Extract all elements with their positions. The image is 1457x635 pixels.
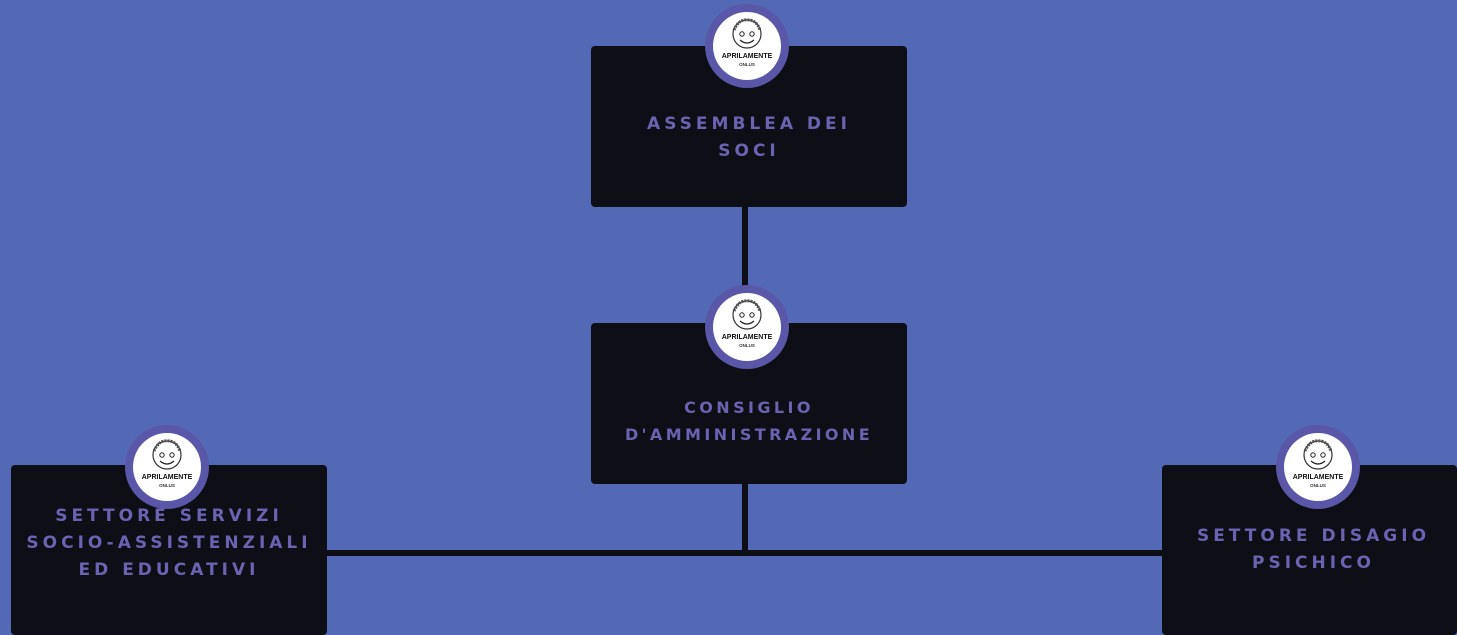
connector-consiglio-down: [742, 483, 748, 555]
logo-badge: APRILAMENTE ONLUS: [705, 285, 789, 369]
connector-horizontal: [320, 550, 1170, 556]
logo-badge: APRILAMENTE ONLUS: [1276, 425, 1360, 509]
smiley-face-logo-icon: [732, 18, 762, 49]
node-assemblea-dei-soci: ASSEMBLEA DEI SOCI: [591, 46, 907, 207]
logo-badge: APRILAMENTE ONLUS: [705, 4, 789, 88]
connector-assemblea-consiglio: [742, 205, 748, 327]
logo-suffix: ONLUS: [739, 62, 755, 67]
logo-suffix: ONLUS: [1310, 483, 1326, 488]
logo-name: APRILAMENTE: [721, 53, 773, 60]
smiley-face-logo-icon: [152, 439, 182, 470]
logo-name: APRILAMENTE: [141, 474, 193, 481]
node-label: CONSIGLIO D'AMMINISTRAZIONE: [624, 397, 874, 444]
node-label: SETTORE DISAGIO PSICHICO: [1196, 526, 1431, 573]
logo-name: APRILAMENTE: [721, 334, 773, 341]
smiley-face-logo-icon: [1303, 439, 1333, 470]
node-settore-servizi: SETTORE SERVIZI SOCIO-ASSISTENZIALI ED E…: [11, 465, 327, 635]
smiley-face-logo-icon: [732, 299, 762, 330]
node-label: ASSEMBLEA DEI SOCI: [647, 113, 851, 161]
logo-badge: APRILAMENTE ONLUS: [125, 425, 209, 509]
node-label: SETTORE SERVIZI SOCIO-ASSISTENZIALI ED E…: [26, 506, 312, 580]
logo-suffix: ONLUS: [159, 483, 175, 488]
logo-name: APRILAMENTE: [1292, 474, 1344, 481]
logo-suffix: ONLUS: [739, 343, 755, 348]
